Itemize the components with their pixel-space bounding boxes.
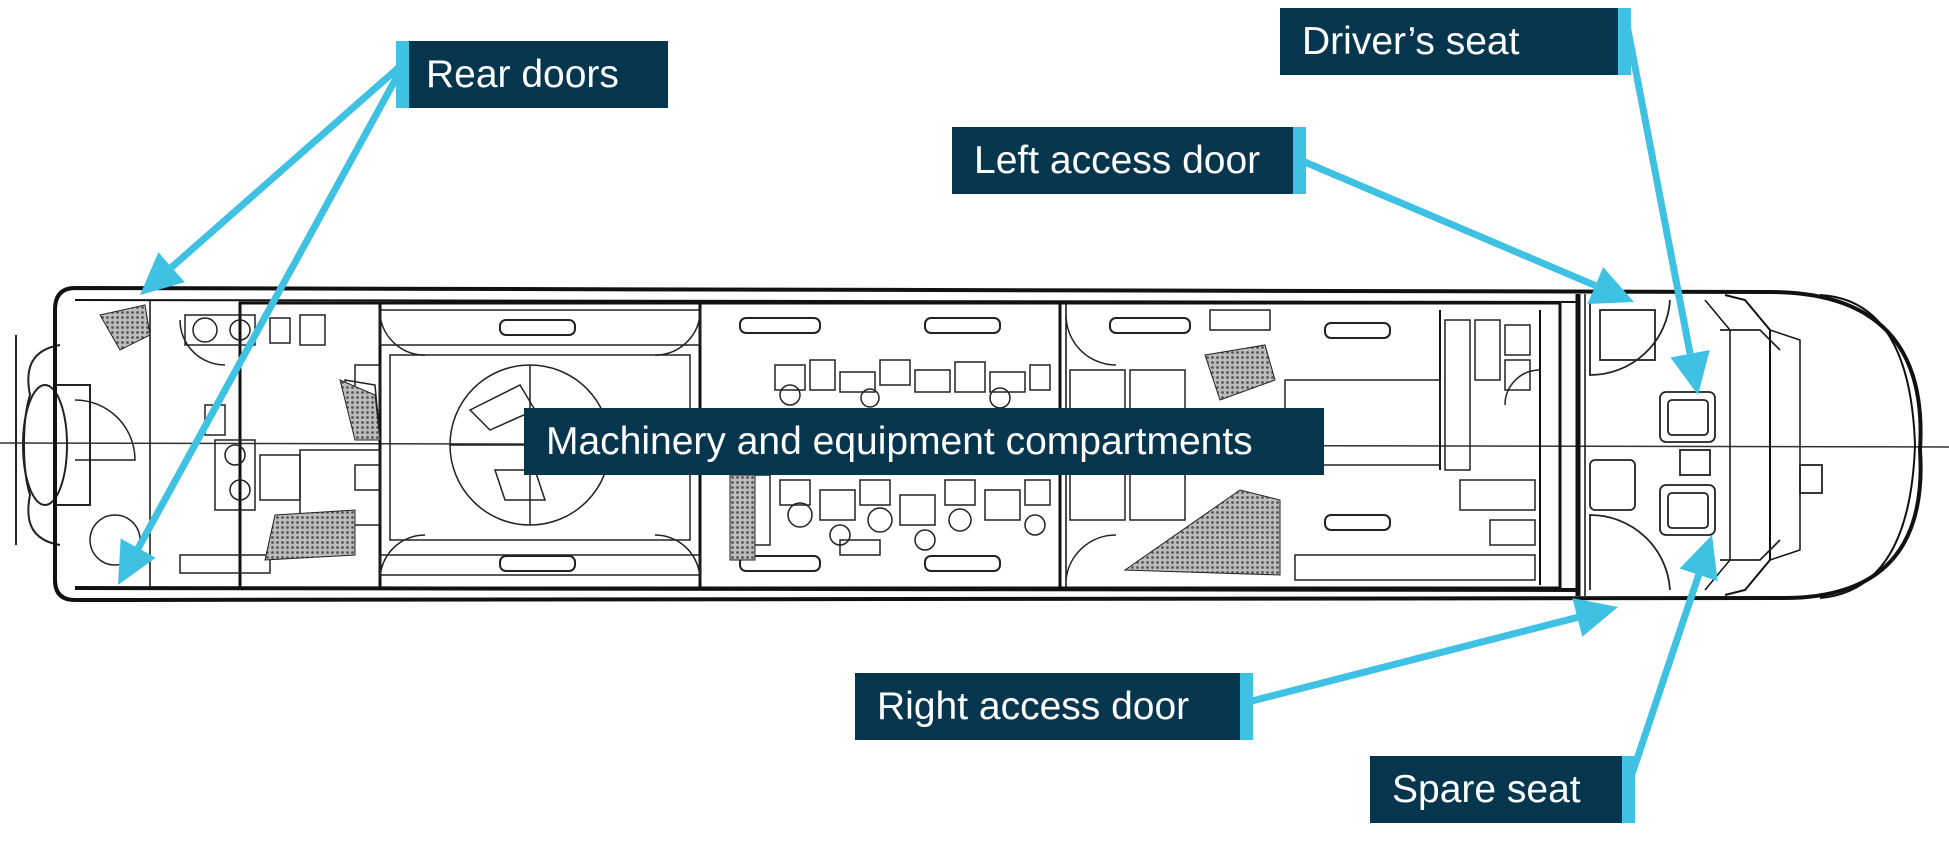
rear-doors-arrow-lower-head [118, 538, 156, 585]
right-access-door-arrow [1247, 598, 1618, 706]
machinery-label: Machinery and equipment compartments [524, 408, 1324, 475]
forward-hatched-panel-2 [1123, 489, 1281, 576]
forward-compartments [1065, 309, 1541, 581]
drivers-seat-arrow [1623, 24, 1710, 395]
machinery-label-text: Machinery and equipment compartments [546, 420, 1253, 463]
rear-doors-arrow-upper-shaft [169, 59, 408, 270]
right-access-door-arrow-head [1572, 598, 1618, 637]
left-access-door-label-tab [1293, 127, 1306, 194]
drivers-seat-arrow-shaft [1623, 24, 1694, 355]
drivers-seat-label-text: Driver’s seat [1302, 20, 1520, 63]
left-access-door-arrow-shaft [1298, 156, 1597, 289]
spare-seat-arrow-head [1679, 535, 1718, 582]
right-access-door-label: Right access door [855, 673, 1253, 740]
right-access-door-arrow-shaft [1247, 614, 1579, 706]
right-access-door-label-tab [1240, 673, 1253, 740]
rear-doors-label: Rear doors [396, 41, 668, 108]
rear-doors-arrow-lower-shaft [135, 60, 409, 550]
rear-doors-arrow-upper [140, 59, 408, 295]
left-access-door-arrow-head [1587, 267, 1634, 304]
rear-doors-label-text: Rear doors [426, 53, 619, 96]
driver-cab [1589, 299, 1823, 591]
left-access-door-label: Left access door [952, 127, 1306, 194]
spare-seat-label-tab [1622, 756, 1635, 823]
vent-grilles [499, 317, 1391, 572]
drivers-seat-arrow-head [1670, 349, 1710, 395]
left-access-door-label-text: Left access door [974, 139, 1261, 182]
spare-seat-label-text: Spare seat [1392, 768, 1581, 811]
rear-hatched-panel-2 [339, 379, 381, 441]
forward-hatched-panel-1 [1204, 344, 1276, 401]
rear-hatched-panel-1 [99, 304, 151, 351]
drivers-seat-label: Driver’s seat [1280, 8, 1631, 75]
spare-seat-arrow [1626, 535, 1718, 782]
left-access-door-arrow [1298, 156, 1634, 304]
rear-doors-arrow-lower [118, 60, 409, 585]
rear-doors-arrow-upper-head [140, 252, 185, 295]
right-access-door-label-text: Right access door [877, 685, 1190, 728]
spare-seat-label: Spare seat [1370, 756, 1635, 823]
spare-seat-arrow-shaft [1626, 573, 1702, 782]
rear-hatched-panel-3 [264, 509, 356, 561]
drivers-seat-label-tab [1618, 8, 1631, 75]
rear-doors-label-tab [396, 41, 409, 108]
radiator-block [729, 474, 756, 561]
